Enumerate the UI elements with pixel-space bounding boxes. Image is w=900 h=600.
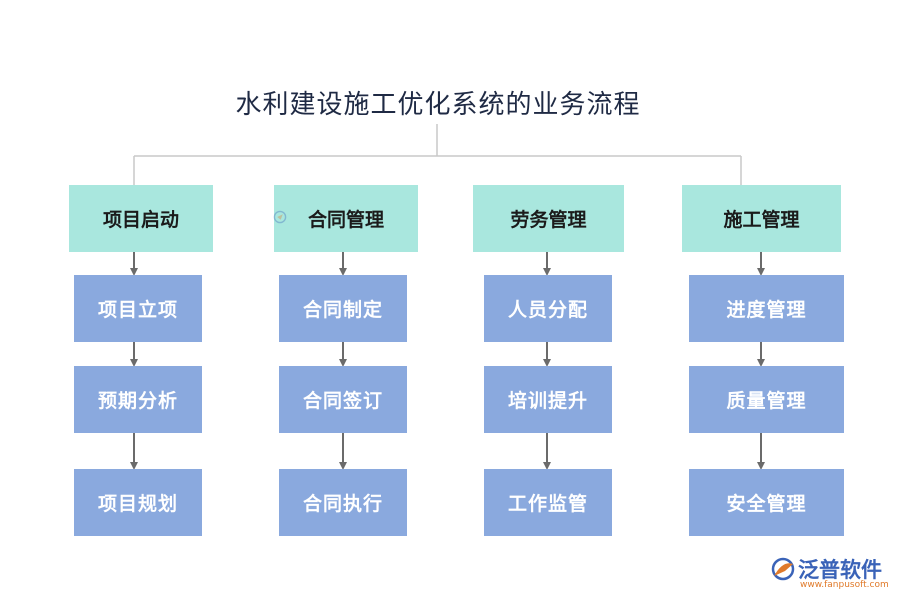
step-box: 工作监管 xyxy=(484,469,612,536)
step-box: 培训提升 xyxy=(484,366,612,433)
step-box: 质量管理 xyxy=(689,366,844,433)
header-project-start: 项目启动 xyxy=(69,185,213,252)
brand-name: 泛普软件 xyxy=(798,558,882,582)
step-box: 进度管理 xyxy=(689,275,844,342)
diagram-title: 水利建设施工优化系统的业务流程 xyxy=(235,90,641,120)
header-construction-management: 施工管理 xyxy=(682,185,841,252)
brand-url: www.fanpusoft.com xyxy=(800,580,889,590)
step-box: 合同制定 xyxy=(279,275,407,342)
watermark-icon xyxy=(273,210,287,224)
step-box: 项目规划 xyxy=(74,469,202,536)
step-box: 人员分配 xyxy=(484,275,612,342)
step-box: 项目立项 xyxy=(74,275,202,342)
brand-logo: 泛普软件 www.fanpusoft.com xyxy=(770,552,892,594)
brand-logo-icon xyxy=(771,557,795,581)
step-box: 预期分析 xyxy=(74,366,202,433)
header-labor-management: 劳务管理 xyxy=(473,185,624,252)
step-box: 合同签订 xyxy=(279,366,407,433)
header-contract-management: 合同管理 xyxy=(274,185,418,252)
step-box: 安全管理 xyxy=(689,469,844,536)
step-box: 合同执行 xyxy=(279,469,407,536)
